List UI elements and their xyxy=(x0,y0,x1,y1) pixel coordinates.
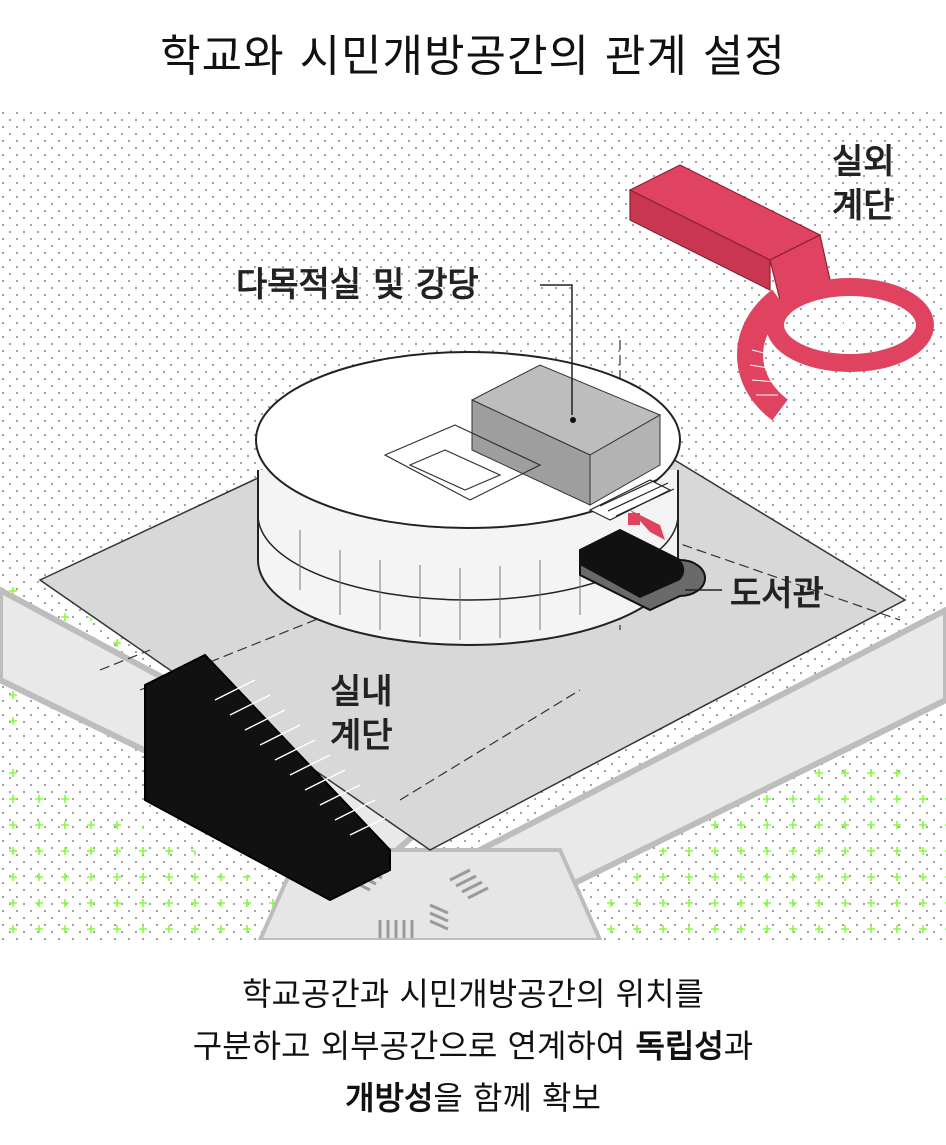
label-indoor-stair: 실내 계단 xyxy=(330,670,393,758)
caption: 학교공간과 시민개방공간의 위치를 구분하고 외부공간으로 연계하여 독립성과 … xyxy=(0,968,946,1124)
label-outdoor-stair: 실외 계단 xyxy=(832,140,895,228)
label-indoor-stair-line2: 계단 xyxy=(330,716,393,756)
label-outdoor-stair-line2: 계단 xyxy=(832,186,895,226)
page-title: 학교와 시민개방공간의 관계 설정 xyxy=(160,31,786,82)
label-indoor-stair-line1: 실내 xyxy=(330,672,393,712)
label-library: 도서관 xyxy=(730,574,824,614)
caption-line-3-text: 을 함께 확보 xyxy=(433,1079,601,1117)
caption-openness: 개방성 xyxy=(345,1079,434,1117)
lawn-bottom-left xyxy=(0,760,330,940)
library-volume xyxy=(579,510,706,612)
caption-line-2-text: 구분하고 외부공간으로 연계하여 xyxy=(192,1027,636,1065)
site-diagram xyxy=(0,110,946,940)
caption-line-2-suffix: 과 xyxy=(723,1027,754,1065)
caption-line-1: 학교공간과 시민개방공간의 위치를 xyxy=(242,975,704,1013)
caption-independence: 독립성 xyxy=(635,1027,724,1065)
label-outdoor-stair-line1: 실외 xyxy=(832,142,895,182)
label-multipurpose-hall: 다목적실 및 강당 xyxy=(236,265,479,305)
caption-line-2: 구분하고 외부공간으로 연계하여 독립성과 xyxy=(0,1020,946,1072)
lawn-right xyxy=(540,730,946,940)
building-drum xyxy=(255,351,681,646)
caption-line-3: 개방성을 함께 확보 xyxy=(0,1072,946,1124)
outdoor-stair-volume xyxy=(628,164,934,421)
indoor-stair-volume xyxy=(144,653,391,902)
leader-lines xyxy=(540,284,722,591)
